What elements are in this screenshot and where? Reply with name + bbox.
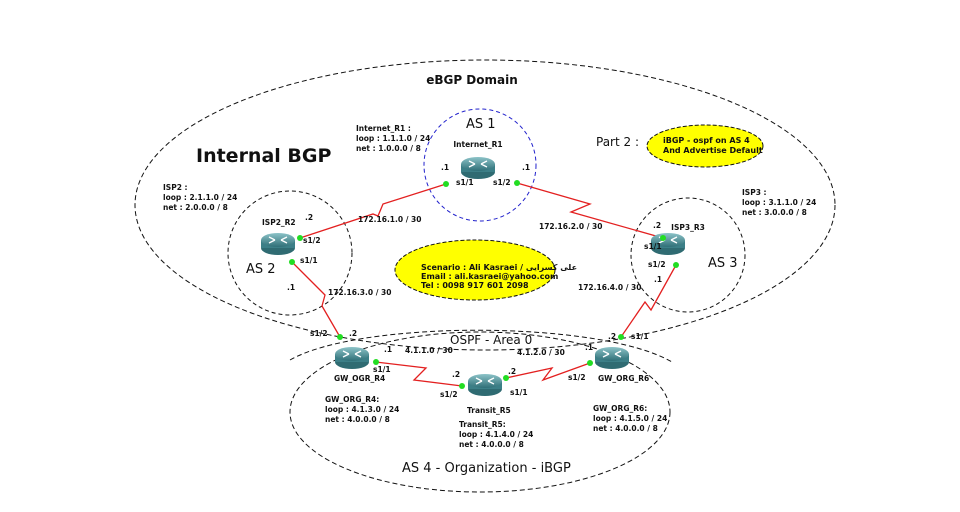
scenario-line2: Email : ali.kasraei@yahoo.com [421, 272, 558, 281]
r4-info: GW_ORG_R4: loop : 4.1.3.0 / 24 net : 4.0… [325, 395, 399, 424]
svg-text:loop : 2.1.1.0 / 24: loop : 2.1.1.0 / 24 [163, 193, 237, 202]
as4-boundary [289, 331, 671, 493]
link-r1-r2 [299, 183, 447, 239]
svg-text:s1/2: s1/2 [648, 260, 666, 269]
r6-name: GW_ORG_R6 [598, 374, 649, 383]
svg-text:s1/2: s1/2 [303, 236, 321, 245]
part2-label: Part 2 : [596, 135, 639, 149]
link-r1-r2-labels: 172.16.1.0 / 30 .1 s1/1 .2 s1/2 [303, 163, 474, 245]
svg-text:loop : 4.1.5.0 / 24: loop : 4.1.5.0 / 24 [593, 414, 667, 423]
svg-text:net : 3.0.0.0 / 8: net : 3.0.0.0 / 8 [742, 208, 807, 217]
scenario-line1: Scenario : Ali Kasraei / علی کسرایی [421, 263, 577, 272]
r4-name: GW_OGR_R4 [334, 374, 385, 383]
ospf-area-label: OSPF - Area 0 [450, 333, 532, 347]
as4-label: AS 4 - Organization - iBGP [402, 461, 571, 476]
svg-text:Transit_R5:: Transit_R5: [459, 420, 506, 429]
svg-text:s1/2: s1/2 [568, 373, 586, 382]
svg-text:.1: .1 [287, 283, 295, 292]
r2-info: ISP2 : loop : 2.1.1.0 / 24 net : 2.0.0.0… [163, 183, 237, 212]
diagram-title: eBGP Domain [426, 73, 518, 87]
svg-text:Internet_R1 :: Internet_R1 : [356, 124, 411, 133]
svg-text:s1/1: s1/1 [631, 332, 649, 341]
link-r1-r3-labels: 172.16.2.0 / 30 .1 s1/2 .2 s1/1 [493, 163, 662, 251]
part2-note-line1: iBGP - ospf on AS 4 [663, 136, 750, 145]
svg-text:172.16.4.0 / 30: 172.16.4.0 / 30 [578, 283, 641, 292]
router-internet-r1[interactable] [460, 156, 496, 180]
svg-text:172.16.2.0 / 30: 172.16.2.0 / 30 [539, 222, 602, 231]
as3-boundary [630, 197, 746, 313]
part2-note-line2: And Advertise Default [663, 146, 763, 155]
router-isp2-r2[interactable] [260, 232, 296, 256]
svg-text:s1/1: s1/1 [456, 178, 474, 187]
r5-name: Transit_R5 [467, 406, 511, 415]
link-r2-r4-labels: 172.16.3.0 / 30 .1 s1/1 .2 s1/2 [287, 256, 391, 338]
r6-info: GW_ORG_R6: loop : 4.1.5.0 / 24 net : 4.0… [593, 404, 667, 433]
svg-text:.2: .2 [349, 329, 357, 338]
interface-dots [289, 180, 679, 389]
r3-name: ISP3_R3 [671, 223, 705, 232]
as1-label: AS 1 [466, 117, 496, 132]
svg-text:.1: .1 [441, 163, 449, 172]
svg-text:172.16.3.0 / 30: 172.16.3.0 / 30 [328, 288, 391, 297]
r1-name: Internet_R1 [453, 140, 502, 149]
link-r5-r6-labels: 4.1.2.0 / 30 .2 s1/1 .1 s1/2 [508, 343, 593, 397]
r1-info: Internet_R1 : loop : 1.1.1.0 / 24 net : … [356, 124, 430, 153]
svg-text:.2: .2 [452, 370, 460, 379]
svg-text:loop : 4.1.4.0 / 24: loop : 4.1.4.0 / 24 [459, 430, 533, 439]
scenario-line3: Tel : 0098 917 601 2098 [421, 281, 529, 290]
link-r3-r6 [620, 264, 677, 338]
svg-text:net : 4.0.0.0 / 8: net : 4.0.0.0 / 8 [325, 415, 390, 424]
svg-text:s1/2: s1/2 [440, 390, 458, 399]
svg-text:.1: .1 [654, 275, 662, 284]
svg-text:.2: .2 [653, 221, 661, 230]
svg-text:.2: .2 [508, 367, 516, 376]
router-gw-org-r4[interactable] [334, 346, 370, 370]
svg-text:s1/1: s1/1 [300, 256, 318, 265]
link-r2-r4 [291, 261, 341, 338]
svg-text:ISP3 :: ISP3 : [742, 188, 767, 197]
ospf-area-boundary [289, 329, 673, 363]
router-transit-r5[interactable] [467, 373, 503, 397]
link-r4-r5 [375, 361, 463, 387]
svg-text:.1: .1 [585, 343, 593, 352]
as3-label: AS 3 [708, 256, 738, 271]
scenario-note [394, 239, 556, 301]
svg-text:.2: .2 [608, 332, 616, 341]
link-r5-r6 [505, 362, 591, 382]
link-r4-r5-labels: 4.1.1.0 / 30 .1 s1/1 .2 s1/2 [373, 345, 460, 399]
svg-text:s1/1: s1/1 [373, 365, 391, 374]
svg-text:loop : 3.1.1.0 / 24: loop : 3.1.1.0 / 24 [742, 198, 816, 207]
svg-text:s1/1: s1/1 [644, 242, 662, 251]
router-gw-org-r6[interactable] [594, 346, 630, 370]
part2-note [646, 124, 764, 168]
svg-text:net : 4.0.0.0 / 8: net : 4.0.0.0 / 8 [459, 440, 524, 449]
r2-name: ISP2_R2 [262, 218, 296, 227]
svg-text:net : 1.0.0.0 / 8: net : 1.0.0.0 / 8 [356, 144, 421, 153]
svg-text:.1: .1 [384, 345, 392, 354]
svg-text:4.1.1.0 / 30: 4.1.1.0 / 30 [405, 346, 453, 355]
as2-label: AS 2 [246, 262, 276, 277]
svg-text:s1/2: s1/2 [310, 329, 328, 338]
ebgp-domain-boundary [134, 59, 836, 351]
link-r1-r3 [516, 182, 664, 239]
r5-info: Transit_R5: loop : 4.1.4.0 / 24 net : 4.… [459, 420, 533, 449]
svg-text:loop : 1.1.1.0 / 24: loop : 1.1.1.0 / 24 [356, 134, 430, 143]
svg-text:net : 4.0.0.0 / 8: net : 4.0.0.0 / 8 [593, 424, 658, 433]
svg-text:net : 2.0.0.0 / 8: net : 2.0.0.0 / 8 [163, 203, 228, 212]
r3-info: ISP3 : loop : 3.1.1.0 / 24 net : 3.0.0.0… [742, 188, 816, 217]
svg-text:loop : 4.1.3.0 / 24: loop : 4.1.3.0 / 24 [325, 405, 399, 414]
svg-text:172.16.1.0 / 30: 172.16.1.0 / 30 [358, 215, 421, 224]
svg-text:4.1.2.0 / 30: 4.1.2.0 / 30 [517, 348, 565, 357]
svg-text:GW_ORG_R6:: GW_ORG_R6: [593, 404, 647, 413]
link-r3-r6-labels: 172.16.4.0 / 30 .1 s1/2 .2 s1/1 [578, 260, 666, 341]
as2-boundary [227, 190, 353, 316]
svg-text:GW_ORG_R4:: GW_ORG_R4: [325, 395, 379, 404]
svg-text:ISP2 :: ISP2 : [163, 183, 188, 192]
svg-text:s1/1: s1/1 [510, 388, 528, 397]
svg-text:.2: .2 [305, 213, 313, 222]
svg-text:s1/2: s1/2 [493, 178, 511, 187]
internal-bgp-label: Internal BGP [196, 145, 331, 167]
svg-text:.1: .1 [522, 163, 530, 172]
